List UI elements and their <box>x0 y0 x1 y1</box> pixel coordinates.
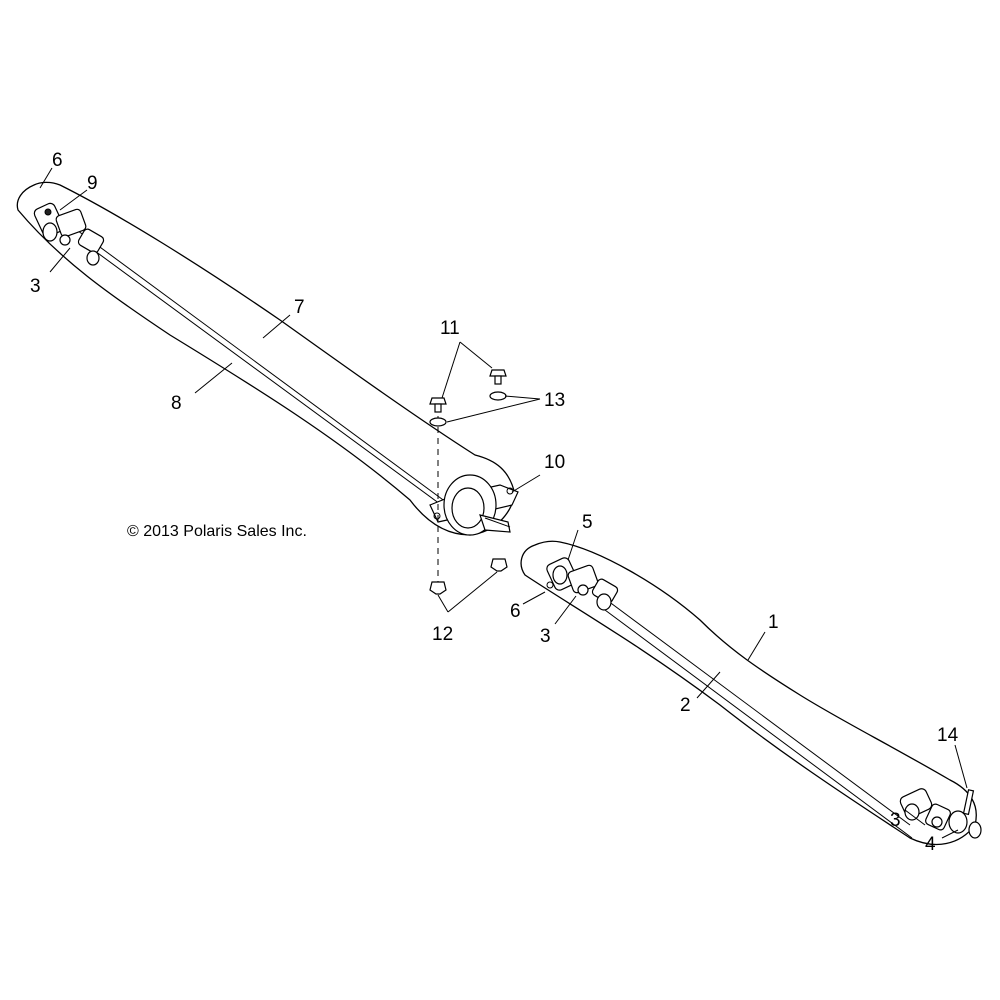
callout-10: 10 <box>544 452 565 473</box>
callout-1: 1 <box>768 612 779 633</box>
bolt-right <box>489 369 507 385</box>
callout-14: 14 <box>937 725 959 746</box>
front-u-joint <box>33 202 105 266</box>
nut-left <box>429 581 447 595</box>
callout-9: 9 <box>87 173 98 194</box>
fasteners <box>429 369 508 595</box>
carrier-bearing <box>429 474 519 536</box>
callout-2: 2 <box>680 695 691 716</box>
rear-shaft-outline <box>520 540 977 846</box>
front-prop-shaft-assembly <box>16 181 519 536</box>
rear-shaft-tube-bottom <box>604 609 913 839</box>
callout-3-top: 3 <box>30 276 41 297</box>
callout-11: 11 <box>440 318 460 339</box>
callout-7: 7 <box>294 297 305 318</box>
callout-labels: 6 9 3 7 8 11 13 10 5 6 3 12 1 2 14 3 4 <box>30 150 959 855</box>
rear-shaft-front-u-joint <box>546 557 619 611</box>
leader-lines <box>39 167 968 839</box>
nut-right <box>490 558 508 572</box>
rear-prop-shaft-assembly <box>520 540 982 846</box>
callout-8: 8 <box>171 393 182 414</box>
front-shaft-tube-bottom <box>79 239 456 516</box>
washer-left <box>429 417 447 427</box>
callout-3-middle: 3 <box>540 626 551 647</box>
callout-3-bottom: 3 <box>890 810 901 831</box>
washer-right <box>489 391 507 401</box>
callout-6-bottom: 6 <box>510 601 521 622</box>
bolt-left <box>429 397 447 413</box>
callout-4: 4 <box>925 834 936 855</box>
callout-6-top: 6 <box>52 150 63 171</box>
front-shaft-tube-top <box>69 224 451 506</box>
callout-12: 12 <box>432 624 453 645</box>
callout-5: 5 <box>582 512 593 533</box>
rear-shaft-tube-top <box>599 594 911 826</box>
rear-shaft-rear-u-joint <box>899 788 982 839</box>
copyright-notice: © 2013 Polaris Sales Inc. <box>127 523 307 540</box>
callout-13: 13 <box>544 390 565 411</box>
